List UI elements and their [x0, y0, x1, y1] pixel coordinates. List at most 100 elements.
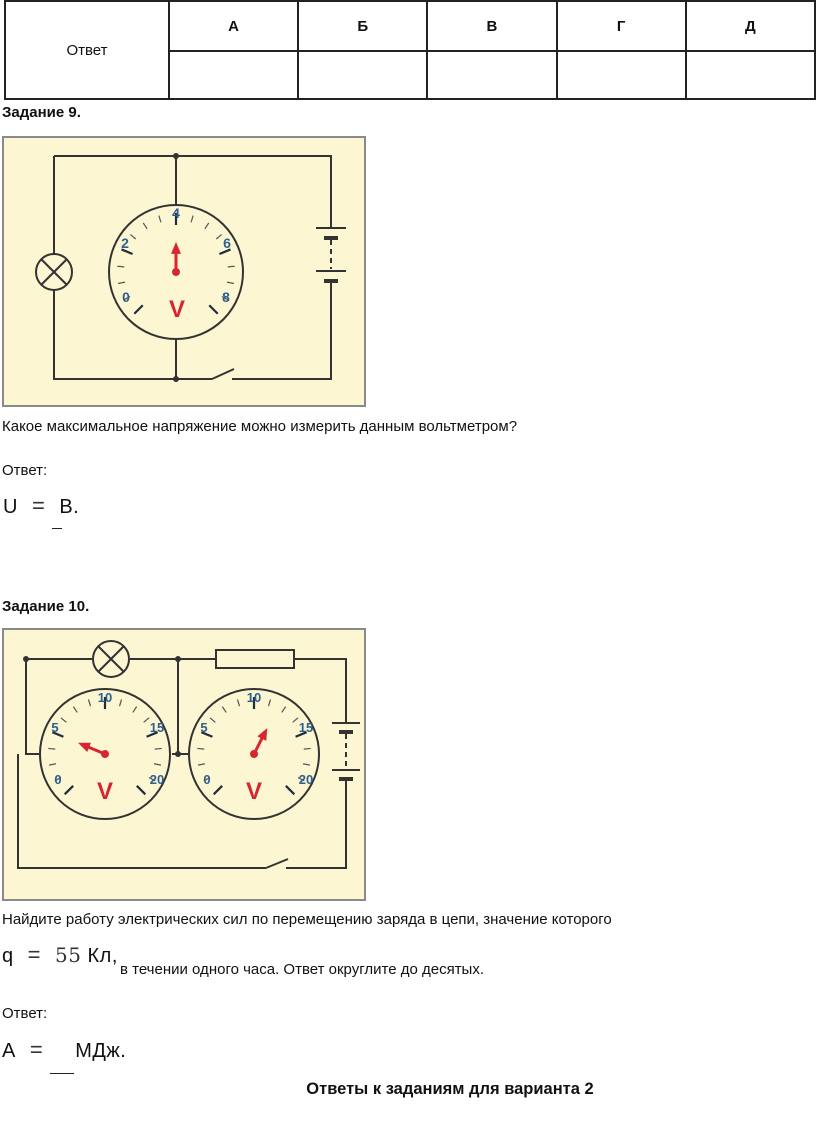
answer-col-b: Б: [297, 0, 429, 52]
formula-variable: U: [3, 496, 18, 518]
task10-charge-formula: q=55 Кл,: [2, 942, 118, 968]
lamp-icon: [92, 640, 130, 678]
junction-node: [175, 656, 181, 662]
dial-major-tick: [285, 785, 296, 796]
section-title: Ответы к заданиям для варианта 2: [306, 1080, 594, 1098]
dial-minor-tick: [72, 706, 78, 713]
junction-node: [23, 656, 29, 662]
task9-heading: Задание 9.: [2, 104, 81, 121]
voltmeter-right-dial: 0 5 10 15 20 V: [188, 688, 320, 820]
answer-col-d: Д: [684, 0, 816, 52]
dial-minor-tick: [302, 763, 311, 766]
voltmeter-unit-symbol: V: [246, 778, 262, 805]
task9-question: Какое максимальное напряжение можно изме…: [2, 418, 518, 435]
dial-minor-tick: [292, 717, 299, 723]
formula-variable: А: [2, 1040, 16, 1062]
dial-major-tick: [133, 304, 144, 315]
battery-icon: [316, 227, 346, 283]
battery-icon: [332, 722, 360, 781]
scale-label-2: 2: [121, 235, 129, 251]
dial-major-tick: [295, 731, 308, 738]
formula-unit: МДж.: [75, 1040, 127, 1062]
dial-minor-tick: [190, 215, 194, 223]
dial-major-tick: [136, 785, 147, 796]
dial-minor-tick: [227, 265, 235, 268]
scale-label-10: 10: [98, 690, 112, 705]
dial-minor-tick: [60, 717, 67, 723]
dial-minor-tick: [87, 699, 92, 707]
resistor-icon: [215, 649, 295, 669]
scale-label-10: 10: [247, 690, 261, 705]
dial-major-tick: [200, 731, 213, 738]
answer-cell-a[interactable]: [167, 50, 300, 100]
voltmeter-needle: [171, 241, 181, 276]
dial-minor-tick: [236, 699, 241, 707]
voltmeter-dial: 0 2 4 6 8 V: [108, 204, 244, 340]
scale-label-20: 20: [150, 772, 164, 787]
dial-minor-tick: [267, 699, 272, 707]
dial-major-tick: [208, 304, 219, 315]
dial-minor-tick: [118, 699, 123, 707]
dial-minor-tick: [153, 763, 162, 766]
charge-variable: q: [2, 945, 14, 967]
dial-major-tick: [212, 785, 223, 796]
dial-minor-tick: [118, 281, 126, 285]
answer-table: Ответ А Б В Г Д: [4, 0, 816, 100]
scale-label-0: 0: [122, 289, 130, 305]
task10-answer-blank[interactable]: [50, 1073, 74, 1074]
voltmeter-left-dial: 0 5 10 15 20 V: [39, 688, 171, 820]
dial-major-tick: [219, 248, 231, 256]
task10-answer-label: Ответ:: [2, 1005, 48, 1022]
dial-minor-tick: [158, 215, 162, 223]
answer-col-g: Г: [555, 0, 687, 52]
junction-node: [173, 153, 179, 159]
task10-answer-formula: А = МДж.: [2, 1037, 126, 1063]
dial-minor-tick: [215, 234, 222, 240]
scale-label-0: 0: [203, 772, 210, 787]
scale-label-20: 20: [299, 772, 313, 787]
answer-cell-v[interactable]: [426, 50, 558, 100]
dial-minor-tick: [203, 777, 211, 782]
scale-label-0: 0: [54, 772, 61, 787]
junction-node: [173, 376, 179, 382]
scale-label-5: 5: [200, 720, 207, 735]
dial-minor-tick: [154, 747, 162, 750]
dial-minor-tick: [221, 706, 227, 713]
answer-row-label: Ответ: [4, 0, 170, 100]
dial-minor-tick: [148, 777, 156, 782]
charge-equals: =: [27, 942, 41, 967]
scale-label-4: 4: [172, 205, 180, 221]
answer-col-v: В: [426, 0, 558, 52]
lamp-icon: [35, 253, 73, 291]
dial-major-tick: [51, 731, 64, 738]
needle-head: [77, 742, 91, 753]
needle-hub: [172, 268, 180, 276]
scale-label-5: 5: [51, 720, 58, 735]
task10-question-continuation: в течении одного часа. Ответ округлите д…: [120, 961, 485, 978]
task9-answer-formula: U=В.: [3, 493, 79, 519]
task9-answer-blank[interactable]: [52, 528, 62, 529]
answer-cell-g[interactable]: [555, 50, 687, 100]
formula-equals: =: [29, 1037, 44, 1062]
answer-cell-d[interactable]: [684, 50, 816, 100]
dial-minor-tick: [303, 747, 311, 750]
needle-hub: [101, 750, 109, 758]
dial-minor-tick: [281, 706, 287, 713]
needle-head: [171, 241, 181, 254]
answer-cell-b[interactable]: [297, 50, 429, 100]
dial-minor-tick: [226, 281, 234, 285]
dial-major-tick: [63, 785, 74, 796]
charge-unit: Кл,: [87, 945, 118, 967]
scale-label-15: 15: [150, 720, 164, 735]
circuit-wires: [53, 155, 332, 380]
formula-equals: =: [31, 493, 46, 518]
scale-label-8: 8: [222, 289, 230, 305]
dial-minor-tick: [48, 747, 56, 750]
dial-minor-tick: [132, 706, 138, 713]
dial-minor-tick: [197, 763, 206, 766]
dial-minor-tick: [123, 295, 131, 301]
dial-minor-tick: [130, 234, 137, 240]
needle-hub: [250, 750, 258, 758]
dial-minor-tick: [117, 265, 125, 268]
dial-minor-tick: [197, 747, 205, 750]
